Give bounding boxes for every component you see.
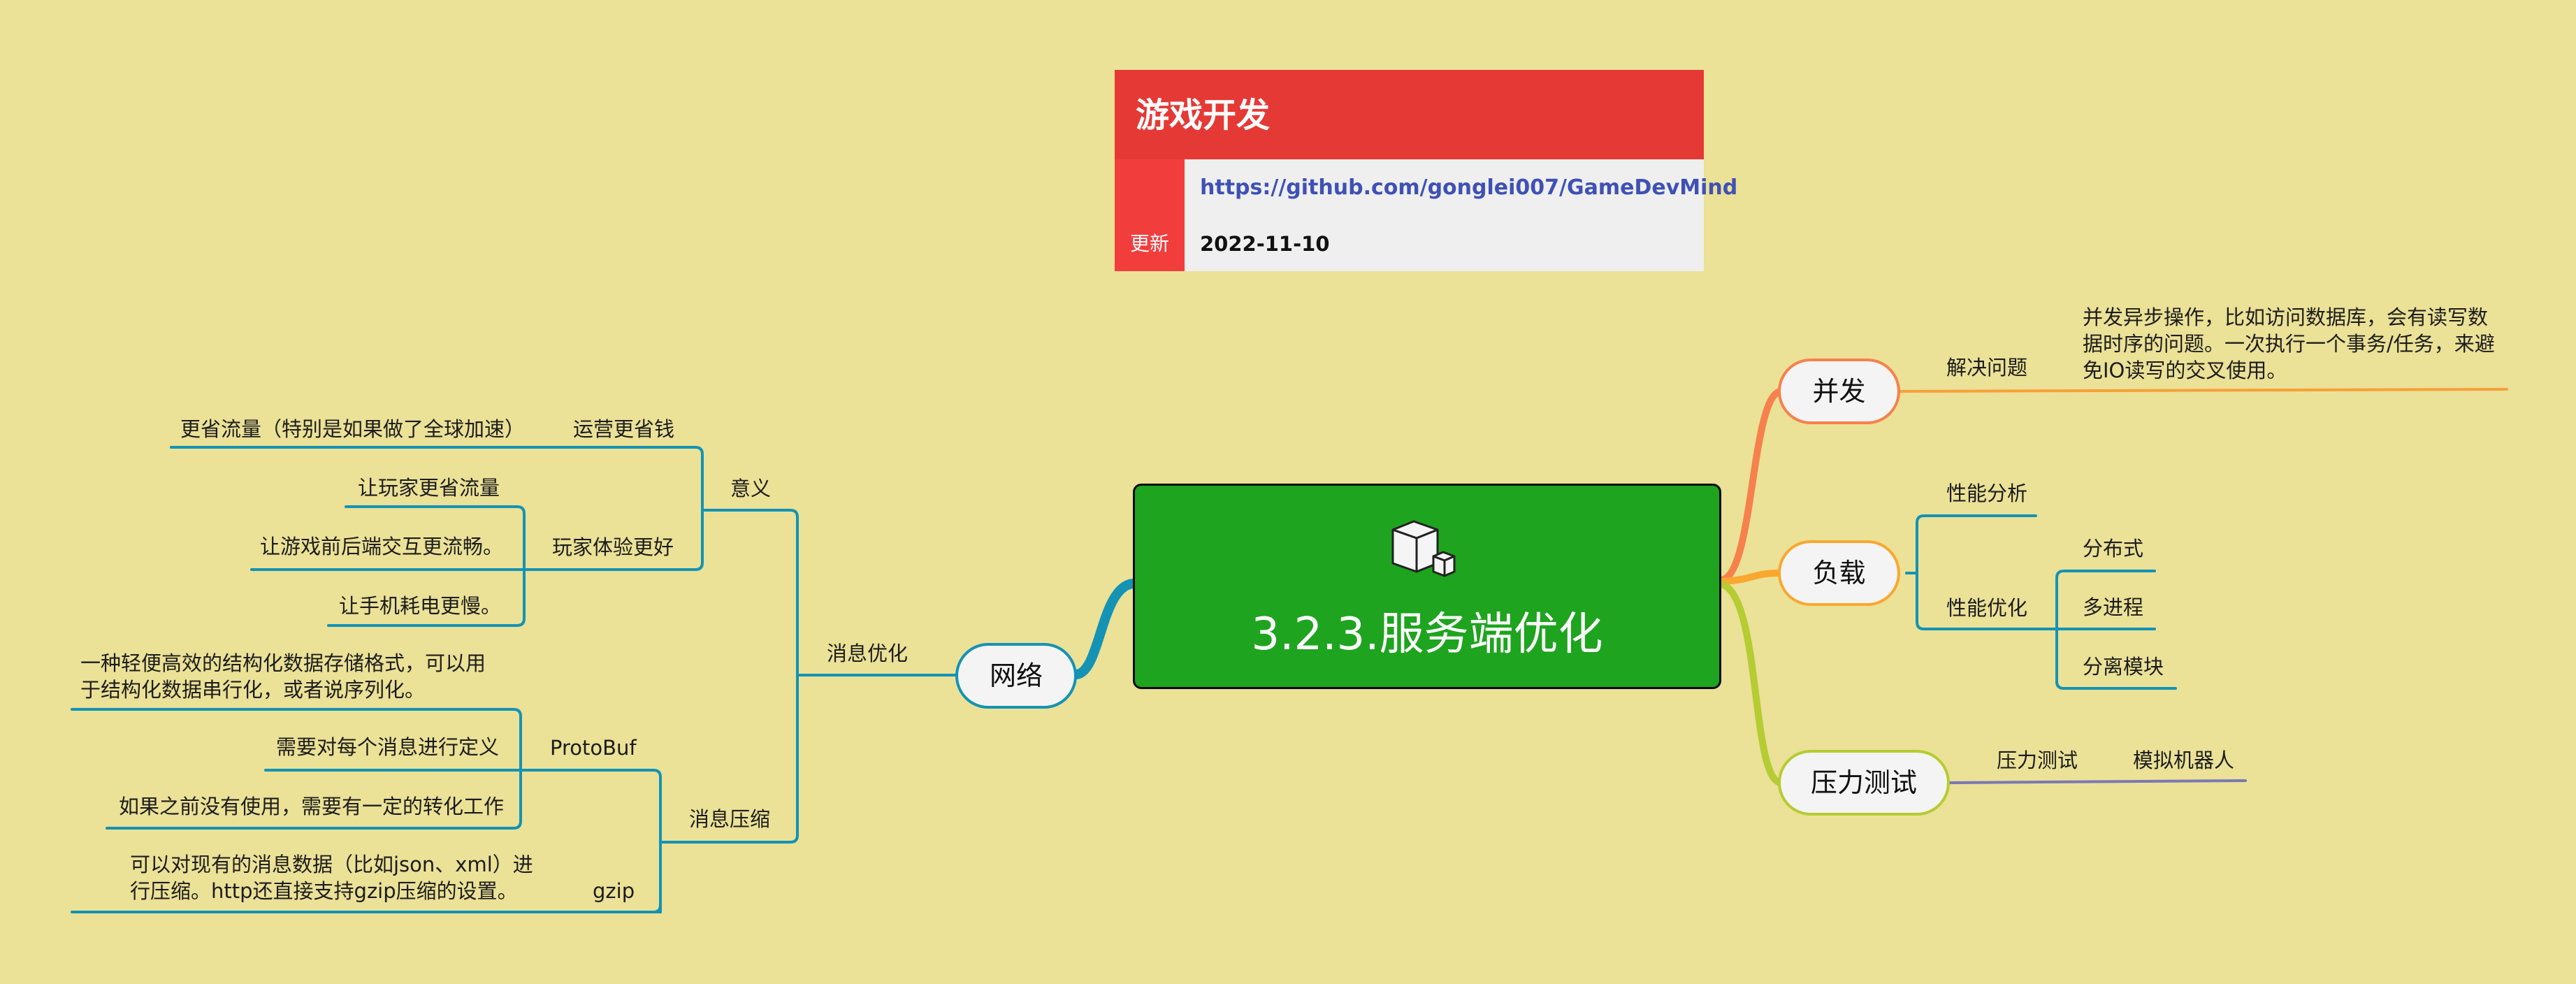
link-center-load — [1718, 570, 1784, 585]
label-solve[interactable]: 解决问题 — [1946, 356, 2028, 379]
label-ux[interactable]: 玩家体验更好 — [552, 535, 674, 559]
label-gzip[interactable]: gzip — [593, 879, 635, 903]
bracket-msgopt — [659, 509, 799, 844]
header-body — [1185, 159, 1704, 271]
update-label: 更新 — [1129, 232, 1169, 255]
node-stress-label: 压力测试 — [1810, 767, 1917, 798]
cube-icon — [1391, 520, 1456, 577]
node-load-label: 负载 — [1812, 558, 1866, 588]
node-concurrency-label: 并发 — [1812, 376, 1866, 407]
text-protobuf-1[interactable]: 一种轻便高效的结构化数据存储格式，可以用于结构化数据串行化，或者说序列化。 — [80, 651, 486, 702]
label-protobuf[interactable]: ProtoBuf — [550, 736, 637, 760]
label-meaning[interactable]: 意义 — [730, 477, 772, 500]
label-optimize[interactable]: 性能优化 — [1946, 596, 2028, 620]
link-center-concurrency — [1718, 388, 1784, 584]
node-network-label: 网络 — [989, 660, 1043, 691]
update-date: 2022-11-10 — [1200, 232, 1330, 256]
text-ux-1[interactable]: 让玩家更省流量 — [358, 476, 500, 500]
label-ops[interactable]: 运营更省钱 — [573, 417, 675, 441]
link-center-network — [1072, 579, 1138, 679]
text-distributed[interactable]: 分布式 — [2083, 537, 2144, 560]
header-side-strip — [1115, 159, 1185, 271]
link-concurrency-solve — [1898, 388, 2508, 393]
central-topic-title: 3.2.3.服务端优化 — [1251, 609, 1603, 660]
text-protobuf-2[interactable]: 需要对每个消息进行定义 — [276, 735, 500, 759]
text-ux-3[interactable]: 让手机耗电更慢。 — [339, 594, 502, 618]
bracket-ux — [250, 505, 526, 627]
text-module-split[interactable]: 分离模块 — [2083, 655, 2164, 679]
node-concurrency[interactable]: 并发 — [1778, 359, 1900, 424]
text-solve-detail[interactable]: 并发异步操作，比如访问数据库，会有读写数据时序的问题。一次执行一个事务/任务，来… — [2083, 305, 2495, 382]
bracket-meaning — [523, 446, 704, 571]
label-analysis[interactable]: 性能分析 — [1946, 482, 2028, 505]
link-center-stress — [1718, 581, 1784, 786]
header-title: 游戏开发 — [1136, 96, 1271, 135]
text-ux-2[interactable]: 让游戏前后端交互更流畅。 — [260, 535, 504, 558]
text-ops-detail[interactable]: 更省流量（特别是如果做了全球加速） — [180, 417, 526, 441]
central-topic[interactable] — [1133, 484, 1721, 689]
text-gzip-detail[interactable]: 可以对现有的消息数据（比如json、xml）进行压缩。http还直接支持gzip… — [130, 853, 533, 903]
label-stress-test[interactable]: 压力测试 — [1997, 748, 2078, 772]
bracket-optimize — [2055, 570, 2177, 690]
label-compress[interactable]: 消息压缩 — [689, 807, 771, 831]
bracket-protobuf — [71, 708, 522, 830]
text-protobuf-3[interactable]: 如果之前没有使用，需要有一定的转化工作 — [119, 795, 505, 818]
link-stress-test — [1947, 779, 2247, 784]
node-stress[interactable]: 压力测试 — [1778, 750, 1950, 816]
label-msg-opt[interactable]: 消息优化 — [827, 642, 909, 665]
text-robot[interactable]: 模拟机器人 — [2133, 748, 2235, 772]
bracket-load — [1905, 514, 2058, 630]
node-load[interactable]: 负载 — [1778, 540, 1900, 606]
github-link[interactable]: https://github.com/gonglei007/GameDevMin… — [1200, 175, 1738, 200]
node-network[interactable]: 网络 — [955, 643, 1077, 709]
text-multiprocess[interactable]: 多进程 — [2083, 595, 2144, 619]
header-bar — [1115, 70, 1704, 159]
link-gzip-detail — [71, 904, 662, 913]
